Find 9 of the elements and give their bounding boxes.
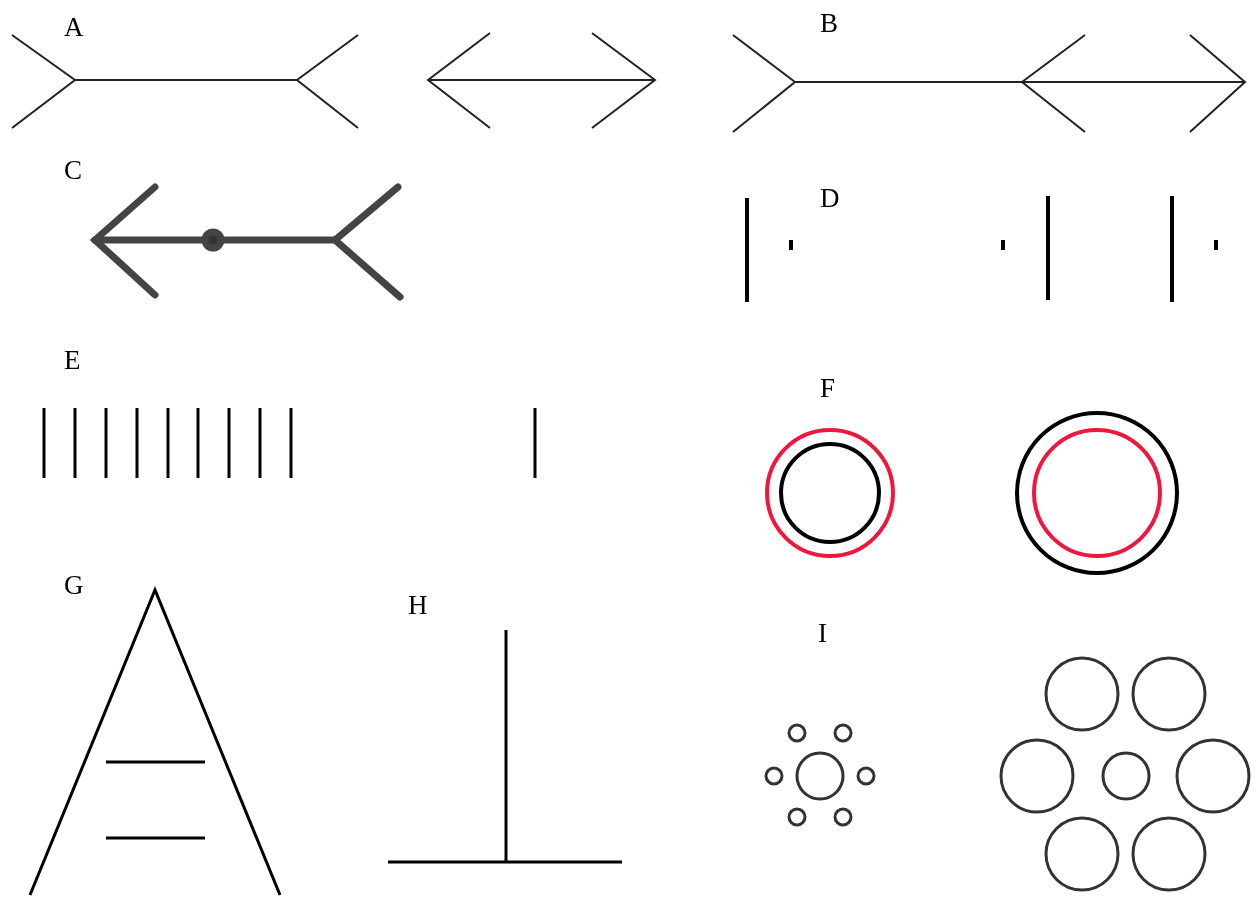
panel-letter: H: [408, 592, 428, 619]
panel-letter: A: [64, 14, 84, 41]
panel-letter: C: [64, 157, 82, 184]
panel-letter: I: [818, 620, 827, 647]
panel-letter: F: [820, 375, 836, 402]
panel-letter: G: [64, 572, 84, 599]
panel-letter: D: [820, 185, 840, 212]
panel-letter: E: [64, 347, 81, 374]
panel-letter: B: [820, 10, 838, 37]
